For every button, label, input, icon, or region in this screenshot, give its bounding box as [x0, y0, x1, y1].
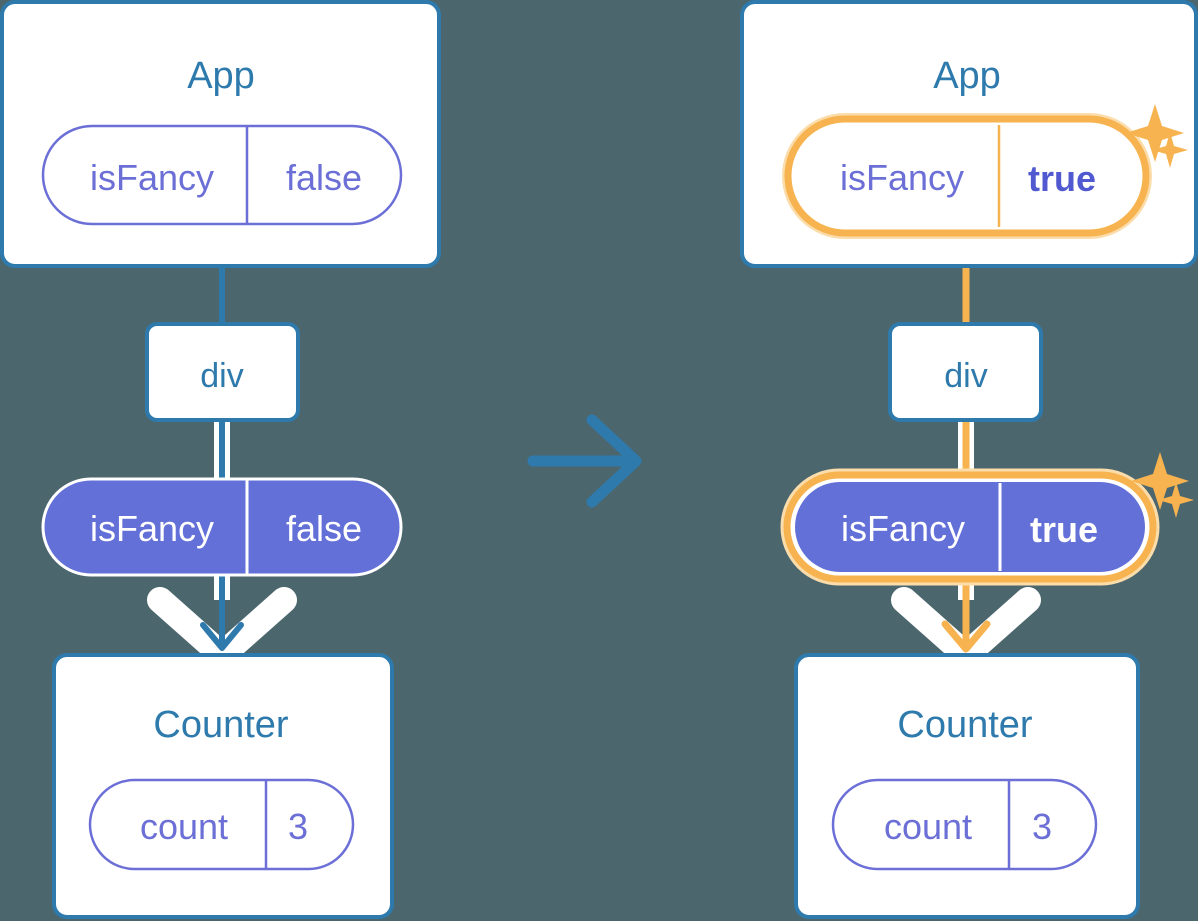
- counter-state-value: 3: [288, 806, 308, 847]
- counter-title: Counter: [897, 704, 1033, 746]
- div-title: div: [944, 357, 987, 395]
- state-pill-name: isFancy: [90, 157, 214, 198]
- state-pill-value: true: [1028, 158, 1096, 199]
- state-pill-value: false: [286, 157, 362, 198]
- prop-pill-name: isFancy: [841, 508, 965, 549]
- sparkle-large-shape: [1131, 452, 1189, 510]
- app-title: App: [933, 55, 1001, 97]
- prop-pill-body: [795, 482, 1145, 572]
- div-box-frame: [888, 322, 1043, 422]
- sparkle-small-icon: [1158, 482, 1194, 518]
- app-box-before: App isFancy false: [0, 0, 441, 268]
- counter-state-pill-outline: [88, 778, 355, 871]
- prop-pill-after: isFancy true: [780, 452, 1194, 586]
- after-flow-connectors: [891, 225, 1041, 668]
- arrowhead-icon: [200, 622, 244, 651]
- prop-pill-name: isFancy: [90, 508, 214, 549]
- div-box-after: div: [888, 322, 1043, 422]
- sparkle-small-shape: [1158, 482, 1194, 518]
- counter-box-after: Counter count 3: [794, 653, 1140, 919]
- state-pill-outline: [41, 124, 403, 226]
- before-state-group: App isFancy false div isFancy false Coun…: [0, 0, 441, 919]
- app-box-after: App isFancy true: [740, 0, 1198, 268]
- counter-state-pill-outline: [831, 778, 1098, 871]
- prop-pill-body: [41, 477, 403, 577]
- app-title: App: [187, 55, 255, 97]
- transition-arrow: [527, 414, 642, 508]
- sparkle-large-icon: [1126, 104, 1184, 162]
- sparkle-large-icon: [1131, 452, 1189, 510]
- div-title: div: [200, 357, 243, 395]
- state-pill-highlight-ring: [784, 115, 1150, 237]
- sparkle-large-shape: [1126, 104, 1184, 162]
- div-box-frame: [145, 322, 300, 422]
- counter-box-before: Counter count 3: [52, 653, 394, 919]
- counter-state-name: count: [884, 806, 972, 847]
- sparkle-small-shape: [1152, 132, 1188, 168]
- counter-state-value: 3: [1032, 806, 1052, 847]
- prop-pill-before: isFancy false: [41, 477, 403, 577]
- prop-pill-value: true: [1030, 509, 1098, 550]
- counter-state-name: count: [140, 806, 228, 847]
- div-box-before: div: [145, 322, 300, 422]
- sparkle-small-icon: [1152, 132, 1188, 168]
- counter-title: Counter: [153, 704, 289, 746]
- arrow-right-icon-head: [586, 414, 642, 508]
- prop-pill-value: false: [286, 508, 362, 549]
- arrowhead-icon: [941, 620, 991, 653]
- state-pill-name: isFancy: [840, 157, 964, 198]
- after-state-group: App isFancy true div isFancy: [740, 0, 1198, 919]
